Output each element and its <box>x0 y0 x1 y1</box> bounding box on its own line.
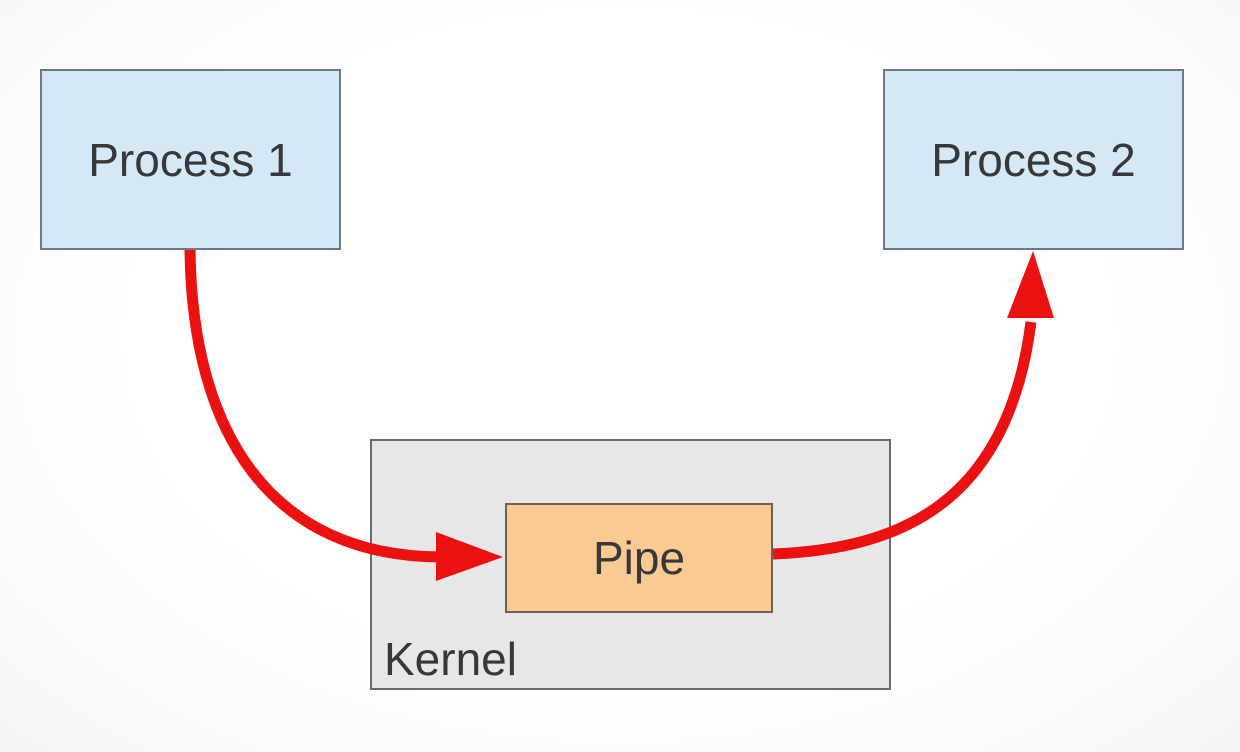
node-pipe-label: Pipe <box>592 532 686 584</box>
node-process-2-label: Process 2 <box>931 133 1136 186</box>
node-pipe: Pipe <box>505 503 773 613</box>
node-process-1-label: Process 1 <box>88 133 293 186</box>
node-process-1: Process 1 <box>40 69 341 250</box>
node-process-2: Process 2 <box>883 69 1184 250</box>
node-kernel-label: Kernel <box>384 633 517 685</box>
arrowhead-pipe-to-process2 <box>1007 251 1054 318</box>
